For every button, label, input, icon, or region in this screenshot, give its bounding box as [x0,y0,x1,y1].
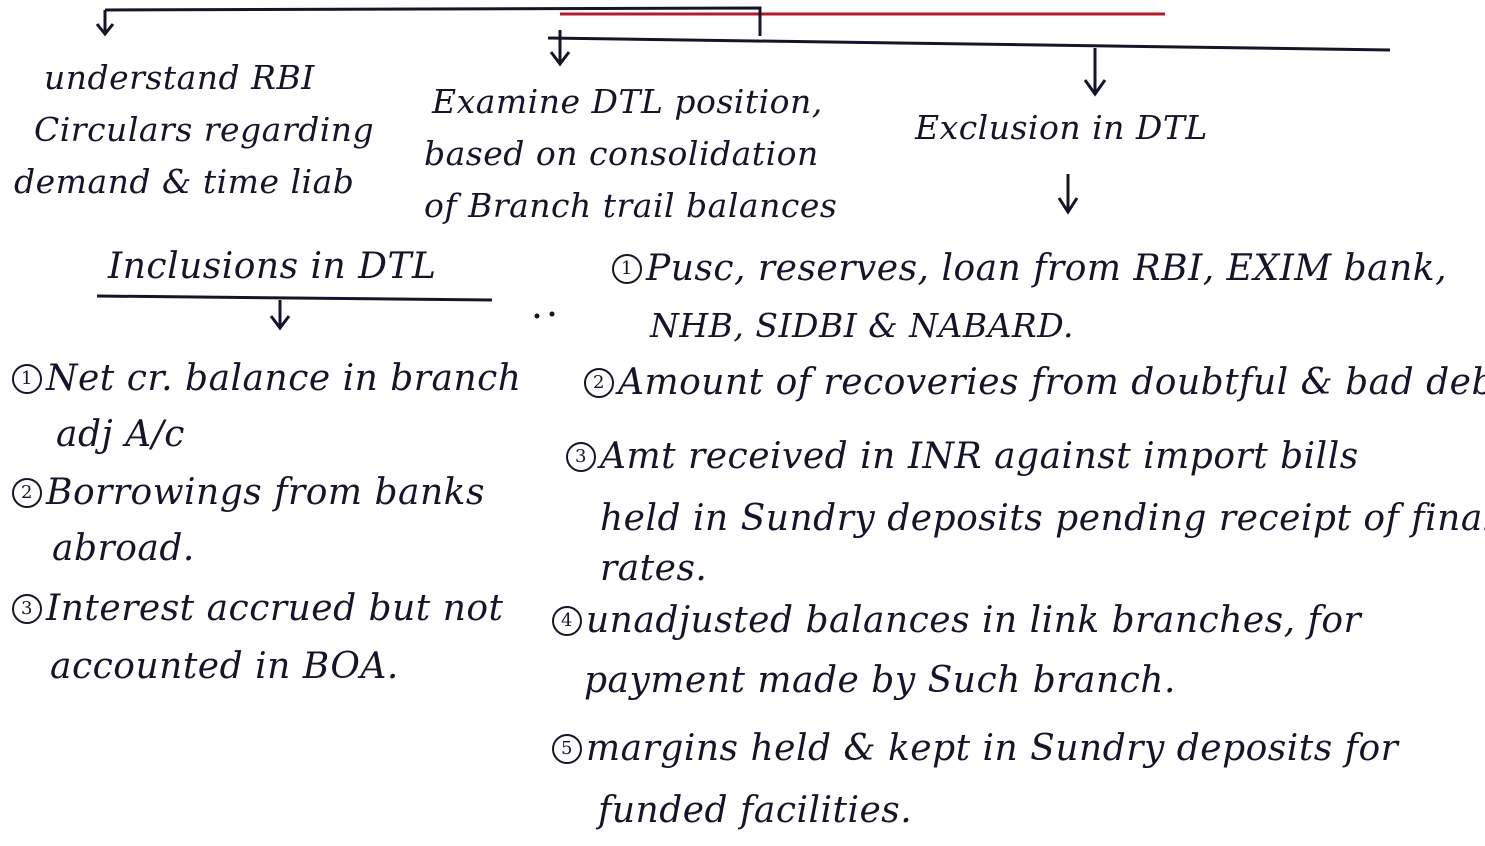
inclusion-item-2-cont: abroad. [52,528,195,569]
exclusion-item-3-cont-1: held in Sundry deposits pending receipt … [600,498,1485,539]
exclusion-heading: Exclusion in DTL [915,108,1208,147]
tree-main-line [104,6,762,36]
number-badge: 5 [552,734,582,764]
left-branch-line-3: demand & time liab [14,162,355,201]
arrow-exclusion-down [1057,174,1079,215]
exclusion-3-line-1: Amt received in INR against import bills [600,436,1359,477]
exclusion-item-4-cont: payment made by Such branch. [584,660,1176,701]
exclusion-4-line-1: unadjusted balances in link branches, fo… [586,600,1362,641]
exclusion-2-line-1: Amount of recoveries from doubtful & bad… [618,362,1485,403]
middle-branch-line-2: based on consolidation [424,134,819,173]
number-badge: 3 [566,442,596,472]
number-badge: 2 [12,478,42,508]
exclusion-item-3-cont-2: rates. [600,548,708,589]
exclusion-1-line-1: Pusc, reserves, loan from RBI, EXIM bank… [646,248,1448,289]
tree-branch-line [547,36,1391,52]
inclusion-2-line-1: Borrowings from banks [46,472,485,513]
number-badge: 4 [552,606,582,636]
exclusion-item-5-cont: funded facilities. [598,790,913,831]
inclusions-heading: Inclusions in DTL [108,246,437,287]
number-badge: 2 [584,368,614,398]
inclusion-3-line-1: Interest accrued but not [46,588,504,629]
middle-branch-line-3: of Branch trail balances [424,186,838,225]
number-badge: 1 [612,254,642,284]
inclusions-underline [96,294,493,302]
middle-branch-line-1: Examine DTL position, [432,82,823,121]
exclusion-item-1-cont: NHB, SIDBI & NABARD. [650,306,1075,345]
inclusion-1-line-1: Net cr. balance in branch [46,358,522,399]
inclusion-item-1-cont: adj A/c [56,414,185,455]
arrow-inclusions-down [269,300,291,331]
number-badge: 1 [12,364,42,394]
left-branch-line-1: understand RBI [44,58,315,97]
exclusion-5-line-1: margins held & kept in Sundry deposits f… [586,728,1399,769]
left-branch-line-2: Circulars regarding [34,110,375,149]
arrow-middle [549,30,571,67]
number-badge: 3 [12,594,42,624]
arrow-left [95,10,115,37]
inclusion-item-3-cont: accounted in BOA. [50,646,399,687]
arrow-right [1083,48,1107,97]
